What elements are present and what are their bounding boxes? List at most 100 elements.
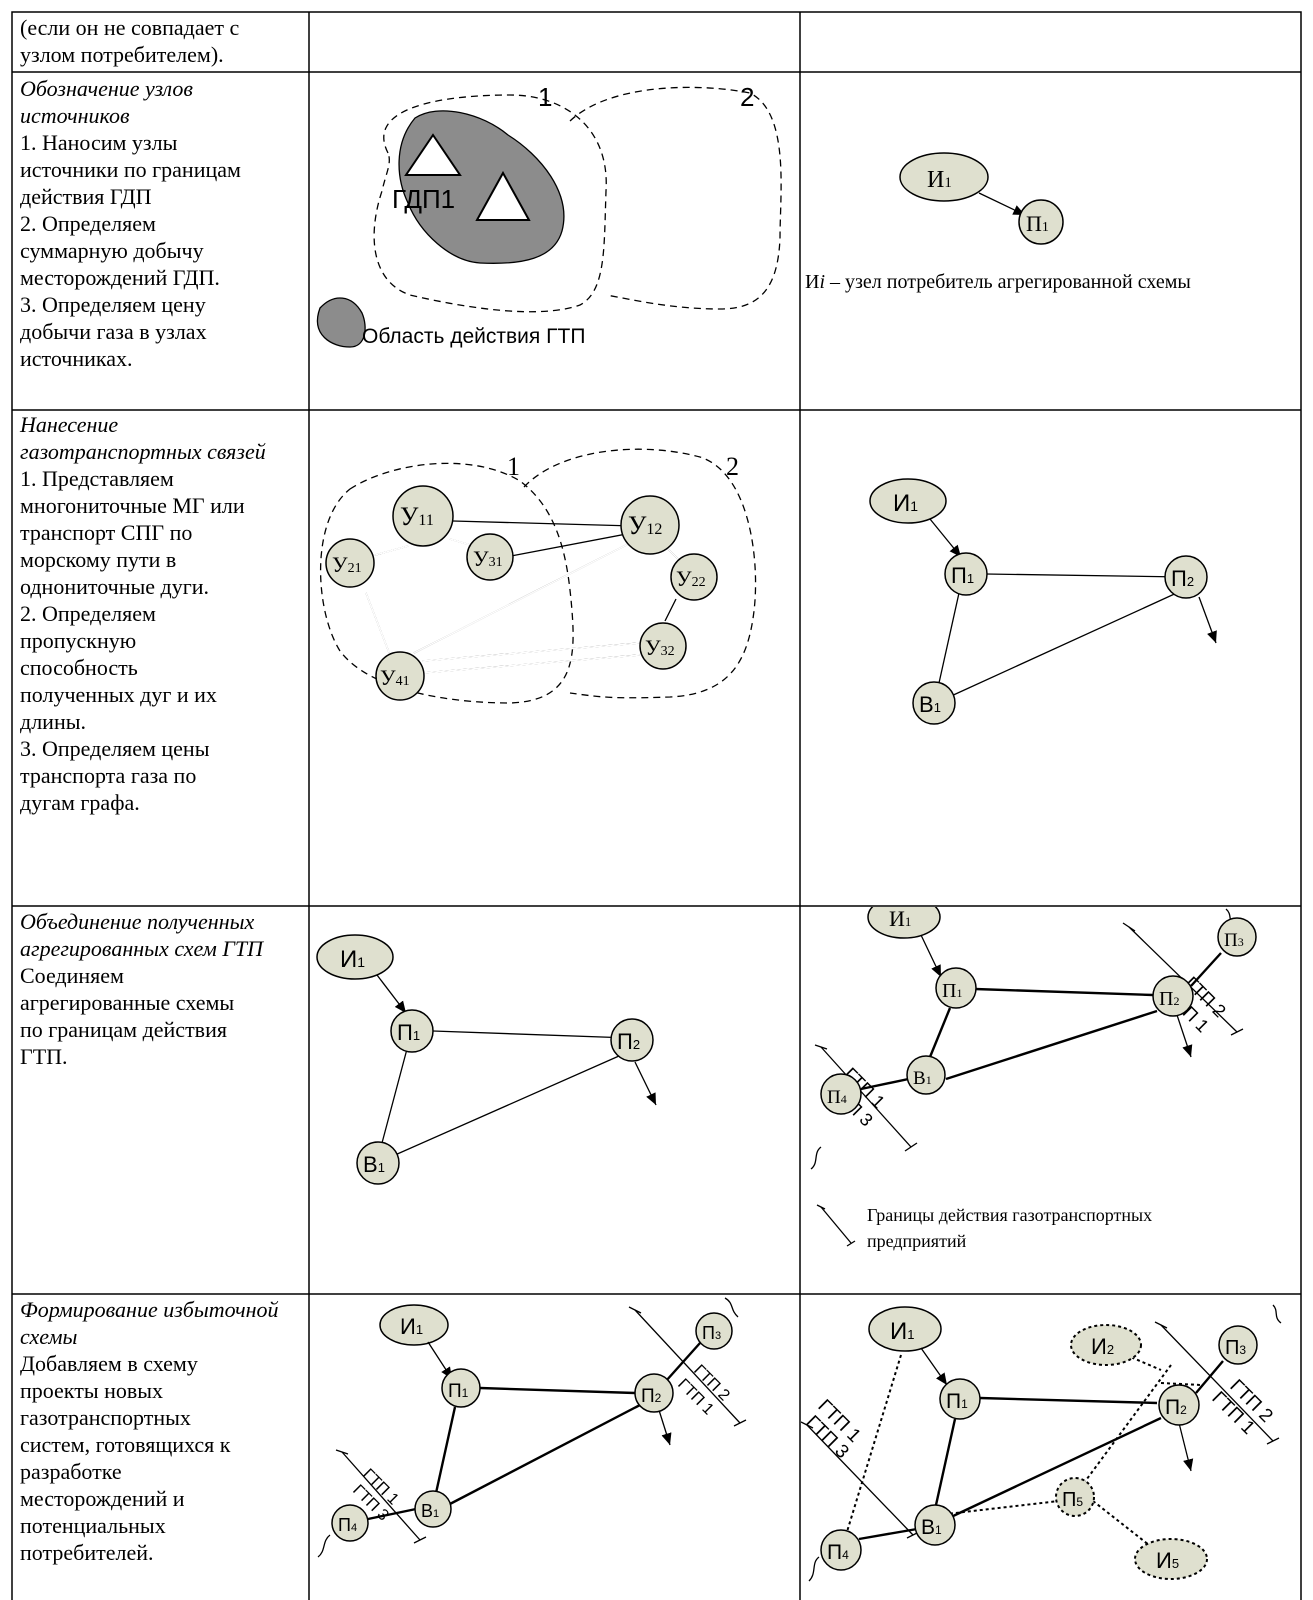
note-index: i <box>819 271 825 293</box>
node-subscript: 31 <box>489 555 503 570</box>
node-letter: У <box>400 502 419 531</box>
node-subscript: 11 <box>418 512 433 529</box>
node-letter: П <box>397 1020 413 1045</box>
node-letter: У <box>473 546 489 571</box>
node-subscript: 3 <box>715 1330 721 1342</box>
node-letter: И <box>400 1314 416 1339</box>
node-letter: П <box>1171 566 1187 591</box>
node-letter: П <box>1159 988 1173 1010</box>
node-letter: И <box>890 1318 907 1345</box>
area-number: 2 <box>740 82 754 112</box>
text-line: систем, готовящихся к <box>20 1432 231 1457</box>
svg-text:У21: У21 <box>332 552 362 577</box>
text-line: однониточные дуги. <box>20 574 210 599</box>
node-letter: У <box>380 665 396 690</box>
svg-text:И1: И1 <box>927 167 952 193</box>
row4-text: Формирование избыточной схемы Добавляем … <box>20 1296 292 1566</box>
node-subscript: 32 <box>661 644 675 659</box>
svg-text:П1: П1 <box>397 1020 420 1045</box>
node-letter: П <box>951 563 967 588</box>
text-line: узлом потребителем). <box>20 42 224 67</box>
node-subscript: 5 <box>1172 1556 1179 1571</box>
boundary-legend: Границы действия газотранспортных <box>867 1205 1152 1225</box>
node-letter: П <box>946 1390 961 1413</box>
text-line: действия ГДП <box>20 184 152 209</box>
node-letter: В <box>913 1068 926 1089</box>
node-subscript: 21 <box>348 561 362 576</box>
svg-text:П4: П4 <box>827 1541 849 1564</box>
svg-text:В1: В1 <box>363 1152 385 1177</box>
node-subscript: 4 <box>841 1092 847 1106</box>
svg-text:П4: П4 <box>827 1087 847 1108</box>
node-letter: П <box>1165 1396 1180 1419</box>
text-line: суммарную добычу <box>20 238 204 263</box>
text-line: 3. Определяем цены <box>20 736 210 761</box>
node-letter: П <box>1062 1489 1076 1511</box>
node-subscript: 41 <box>396 674 410 689</box>
svg-text:П2: П2 <box>1171 566 1194 591</box>
node-subscript: 2 <box>633 1037 640 1052</box>
text-line: 1. Наносим узлы <box>20 130 178 155</box>
text-line: пропускную <box>20 628 137 653</box>
node-letter: П <box>827 1087 841 1108</box>
aggregated-links-diagram: И1 П1 П2 В1 <box>869 478 1217 725</box>
svg-text:П1: П1 <box>448 1381 469 1402</box>
node-letter: И <box>889 907 905 931</box>
node-subscript: 2 <box>1107 1342 1114 1357</box>
text-line: морскому пути в <box>20 547 177 572</box>
row-title: Формирование избыточной схемы <box>20 1297 279 1349</box>
svg-text:П4: П4 <box>338 1515 357 1535</box>
node-letter: П <box>1224 930 1238 951</box>
text-line: источники по границам <box>20 157 241 182</box>
svg-text:И1: И1 <box>890 1318 914 1345</box>
text-line: 1. Представляем <box>20 466 174 491</box>
text-line: многониточные МГ или <box>20 493 245 518</box>
node-subscript: 1 <box>416 1322 423 1337</box>
node-subscript: 1 <box>956 986 962 1000</box>
redundant-scheme-right: ГТП 2 ГТП 1 ГТП 1 ГТП 3 И1 П1 П2 П3 В1 П… <box>801 1304 1282 1582</box>
gas-transport-links-diagram: 1 2 У11 У21 У31 У12 У22 У32 У41 <box>319 448 757 704</box>
node-subscript: 1 <box>1042 220 1049 235</box>
svg-text:В1: В1 <box>421 1501 439 1521</box>
text-line: ГТП. <box>20 1044 68 1069</box>
node-letter: У <box>332 552 348 577</box>
node-subscript: 3 <box>1239 1343 1246 1357</box>
node-subscript: 12 <box>646 521 662 538</box>
note-text: – узел потребитель агрегированной схемы <box>825 271 1191 293</box>
node-letter: П <box>827 1541 842 1564</box>
svg-text:П3: П3 <box>1225 1337 1246 1359</box>
merged-scheme-right: ГТП 2 ГТП 1 ГТП 1 ГТП 3 И1 П1 П2 П3 В1 П… <box>810 907 1257 1251</box>
node-subscript: 1 <box>413 1028 420 1043</box>
text-line: разработке <box>20 1459 122 1484</box>
text-line: транспорт СПГ по <box>20 520 193 545</box>
boundary-legend-line2: предприятий <box>867 1231 967 1251</box>
area-number: 2 <box>726 452 739 481</box>
node-letter: П <box>702 1323 715 1343</box>
area-number: 1 <box>538 82 552 112</box>
svg-text:П1: П1 <box>942 980 962 1002</box>
svg-text:П3: П3 <box>1224 930 1244 951</box>
redundant-scheme-left: ГТП 2 ГТП 1 ГТП 1 ГТП 3 И1 П1 П2 П3 В1 П… <box>317 1297 747 1558</box>
node-subscript: 1 <box>907 1327 914 1342</box>
node-subscript: 1 <box>378 1160 385 1175</box>
node-letter: И <box>927 167 944 193</box>
node-subscript: 1 <box>934 700 941 715</box>
svg-text:У31: У31 <box>473 546 503 571</box>
node-letter: В <box>921 1516 935 1539</box>
svg-text:У12: У12 <box>628 511 662 540</box>
node-subscript: 2 <box>1187 574 1194 589</box>
node-subscript: 2 <box>1180 1403 1187 1417</box>
aggregated-source-diagram: И1 П1 Иi – узел потребитель агрегированн… <box>805 152 1191 293</box>
node-subscript: 1 <box>905 914 912 929</box>
node-letter: П <box>641 1386 655 1407</box>
row1-text: Обозначение узлов источников 1. Наносим … <box>20 75 292 372</box>
row3-text: Объединение полученных агрегированных сх… <box>20 908 292 1070</box>
text-line: Соединяем <box>20 963 124 988</box>
text-line: агрегированные схемы <box>20 990 235 1015</box>
text-line: Добавляем в схему <box>20 1351 198 1376</box>
text-line: (если он не совпадает с <box>20 15 240 40</box>
svg-text:В1: В1 <box>919 692 941 717</box>
node-letter: И <box>1156 1548 1172 1573</box>
node-letter: П <box>942 980 956 1002</box>
